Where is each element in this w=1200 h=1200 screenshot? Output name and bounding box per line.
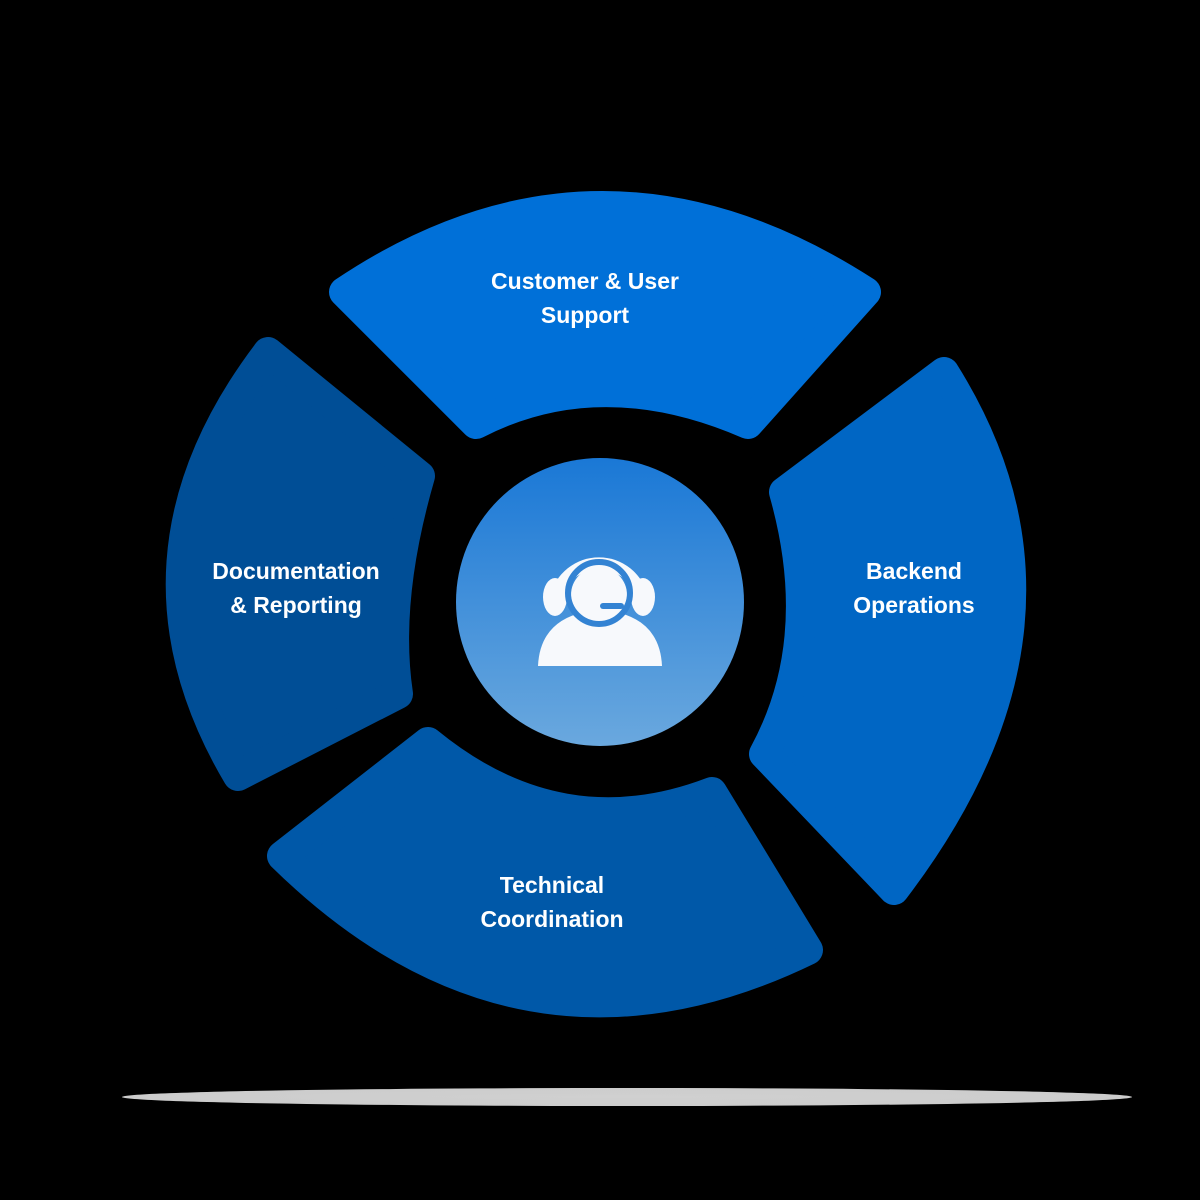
label-line: Operations	[853, 592, 975, 618]
segment-technical-coordination[interactable]	[267, 727, 823, 1018]
label-line: Documentation	[212, 558, 380, 584]
segment-label-documentation-reporting: Documentation & Reporting	[212, 554, 379, 622]
segment-customer-support[interactable]	[329, 191, 881, 439]
floor-shadow	[122, 1088, 1132, 1106]
segment-backend-operations[interactable]	[749, 357, 1027, 905]
label-line: Customer & User	[491, 268, 679, 294]
segment-label-technical-coordination: Technical Coordination	[480, 868, 623, 936]
label-line: Coordination	[480, 906, 624, 932]
label-line: Technical	[499, 872, 605, 898]
label-line: Support	[540, 302, 630, 328]
segment-label-customer-support: Customer & User Support	[491, 264, 679, 332]
label-line: Backend	[866, 558, 962, 584]
segment-documentation-reporting[interactable]	[165, 337, 435, 791]
label-line: & Reporting	[230, 592, 362, 618]
customer-support-headset-icon	[538, 557, 662, 666]
segment-label-backend-operations: Backend Operations	[853, 554, 974, 622]
